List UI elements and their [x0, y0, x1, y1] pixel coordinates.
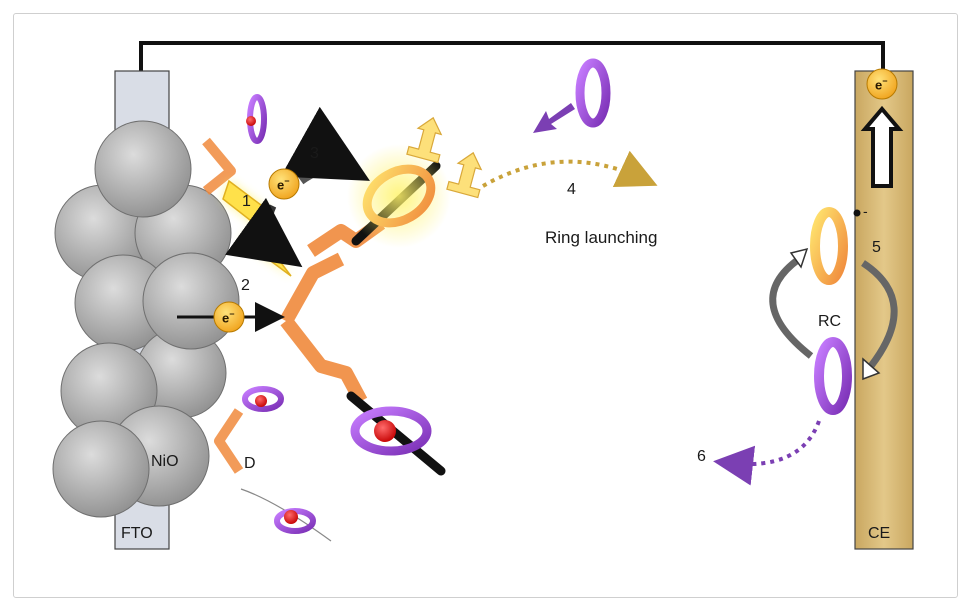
electron-label-2: e−: [222, 309, 235, 326]
ce-binding-site: [853, 209, 861, 217]
step-2: 2: [241, 277, 250, 294]
arrow-step-1: [225, 197, 303, 268]
electron-2: [213, 301, 245, 333]
step-1: 1: [242, 193, 251, 210]
arrow-step-3: [280, 106, 370, 185]
molecular-machine-diagram: [52, 41, 914, 550]
step-3: 3: [310, 145, 319, 162]
binding-site-minus: -: [863, 203, 868, 219]
ring-purple-lower: [350, 406, 432, 456]
step-5: 5: [872, 239, 881, 256]
ring-purple-floating: [533, 58, 611, 133]
label-fto: FTO: [121, 525, 153, 542]
label-ring-launching: Ring launching: [545, 228, 658, 247]
cycle-arrow-left-head: [789, 247, 809, 269]
ring-trajectory-6: [713, 420, 821, 486]
nio-particles: [52, 120, 240, 518]
axle-lower: [346, 391, 446, 476]
step-6: 6: [697, 448, 706, 465]
electron-label-1: e−: [277, 176, 290, 193]
dye-molecule-top: [202, 94, 267, 195]
electron-ce: [866, 68, 898, 100]
label-rc: RC: [818, 313, 842, 330]
ring-launch-arrows: [406, 116, 483, 199]
cycle-arrow-right: [861, 260, 898, 369]
label-ce: CE: [868, 525, 891, 542]
label-dye: D: [244, 455, 256, 472]
ce-electron-flow-arrow: [860, 105, 904, 188]
ring-orange-excited: [347, 144, 451, 248]
dye-molecule-bottom-2: [240, 488, 332, 542]
cycle-arrow-left: [769, 256, 814, 359]
ce-ring-purple: [814, 337, 852, 415]
external-circuit-wire: [139, 41, 885, 71]
ring-trajectory-4: [482, 150, 658, 188]
step-4: 4: [567, 181, 576, 198]
dye-molecule-bottom-1: [214, 386, 284, 474]
ce-ring-orange: [810, 207, 848, 285]
figure-frame: FTO CE NiO D RC Ring launching 1 2 3 4 5…: [13, 13, 958, 598]
label-nio: NiO: [151, 453, 179, 470]
dye-orange-backbone: [279, 217, 386, 405]
electron-1: [268, 168, 300, 200]
electron-label-ce: e−: [875, 76, 888, 93]
cycle-arrow-right-head: [862, 357, 881, 381]
